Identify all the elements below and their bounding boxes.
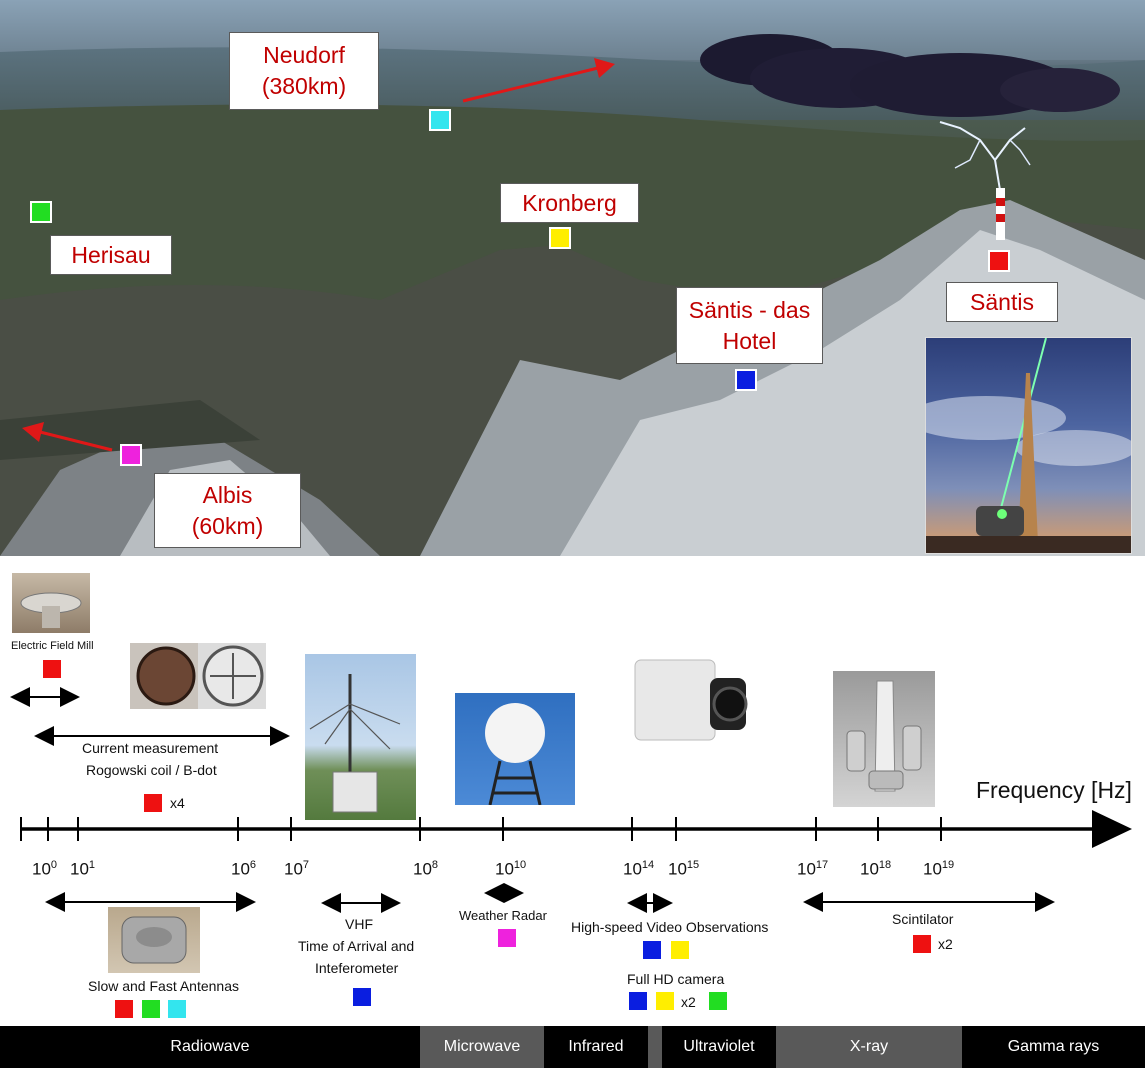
tick-label-10-1: 101 — [70, 859, 96, 879]
electric-field-mill-photo — [12, 573, 90, 633]
label-scintillator: Scintilator — [892, 911, 954, 927]
station-marker-albis — [120, 444, 142, 466]
tick-label-10-8: 108 — [413, 859, 439, 879]
tick-label-10-17: 1017 — [797, 859, 829, 879]
marker-vhf-blue — [353, 988, 371, 1006]
band-visible-gap — [648, 1026, 662, 1068]
station-name: Säntis - das — [688, 296, 811, 323]
station-name-line2: Hotel — [722, 327, 777, 354]
marker-antennas-cyan — [168, 1000, 186, 1018]
scintillator-photo — [833, 671, 935, 807]
label-rogowski: Rogowski coil / B-dot — [86, 762, 217, 778]
band-microwave: Microwave — [420, 1026, 544, 1068]
label-weather-radar: Weather Radar — [459, 908, 547, 923]
label-vhf-interferometer: Inteferometer — [315, 960, 399, 976]
station-name: Herisau — [71, 241, 151, 268]
station-marker-santis-hotel — [735, 369, 757, 391]
station-marker-herisau — [30, 201, 52, 223]
tick-label-10-14: 1014 — [623, 859, 655, 879]
marker-antennas-red — [115, 1000, 133, 1018]
tick-label-10-7: 107 — [284, 859, 310, 879]
station-label-kronberg: Kronberg — [500, 183, 639, 223]
station-distance: (380km) — [261, 73, 347, 99]
tick-label-10-6: 106 — [231, 859, 257, 879]
station-marker-kronberg — [549, 227, 571, 249]
station-label-santis: Säntis — [946, 282, 1058, 322]
marker-hd-green — [709, 992, 727, 1010]
band-infrared: Infrared — [544, 1026, 648, 1068]
vhf-antenna-photo — [305, 654, 416, 820]
tick-label-10-15: 1015 — [668, 859, 700, 879]
tick-label-10-19: 1019 — [923, 859, 955, 879]
hd-count: x2 — [681, 994, 696, 1010]
tower-laser-photo — [925, 337, 1132, 554]
tick-label-10-10: 1010 — [495, 859, 527, 879]
label-vhf: VHF — [345, 916, 373, 932]
station-marker-santis — [988, 250, 1010, 272]
marker-antennas-green — [142, 1000, 160, 1018]
station-name: Säntis — [970, 288, 1034, 315]
band-radiowave: Radiowave — [0, 1026, 420, 1068]
label-full-hd-camera: Full HD camera — [627, 971, 725, 987]
current-count: x4 — [170, 795, 185, 811]
marker-efm-red — [43, 660, 61, 678]
label-antennas: Slow and Fast Antennas — [88, 978, 239, 994]
axis-title: Frequency [Hz] — [976, 777, 1132, 803]
station-label-herisau: Herisau — [50, 235, 172, 275]
station-label-santis-hotel: Säntis - das Hotel — [676, 287, 823, 364]
high-speed-camera-photo — [630, 650, 760, 750]
scint-count: x2 — [938, 936, 953, 952]
marker-scint-red — [913, 935, 931, 953]
mountain-panorama: Neudorf (380km) Kronberg Herisau Säntis … — [0, 0, 1145, 556]
label-vhf-toa: Time of Arrival and — [298, 938, 415, 954]
station-label-neudorf: Neudorf (380km) — [229, 32, 379, 110]
weather-radar-photo — [455, 693, 575, 805]
station-label-albis: Albis (60km) — [154, 473, 301, 548]
tick-label-10-0: 100 — [32, 859, 58, 879]
label-high-speed-video: High-speed Video Observations — [571, 919, 769, 935]
station-marker-neudorf — [429, 109, 451, 131]
marker-hd-blue — [629, 992, 647, 1010]
station-name: Kronberg — [522, 189, 617, 216]
antenna-plate-photo — [108, 907, 200, 973]
station-name: Neudorf — [263, 42, 345, 68]
marker-current-red — [144, 794, 162, 812]
band-x-ray: X-ray — [776, 1026, 962, 1068]
marker-hd-yellow — [656, 992, 674, 1010]
station-distance: (60km) — [191, 512, 264, 539]
label-electric-field-mill: Electric Field Mill — [11, 640, 94, 652]
band-ultraviolet: Ultraviolet — [662, 1026, 776, 1068]
label-current-measurement: Current measurement — [82, 740, 219, 756]
axis-arrowhead — [1092, 810, 1132, 848]
tick-label-10-18: 1018 — [860, 859, 892, 879]
axis-ticks — [20, 817, 942, 841]
marker-radar-magenta — [498, 929, 516, 947]
marker-video-blue — [643, 941, 661, 959]
band-gamma-rays: Gamma rays — [962, 1026, 1145, 1068]
marker-video-yellow — [671, 941, 689, 959]
station-name: Albis — [202, 481, 253, 508]
rogowski-coil-photo — [130, 643, 266, 709]
